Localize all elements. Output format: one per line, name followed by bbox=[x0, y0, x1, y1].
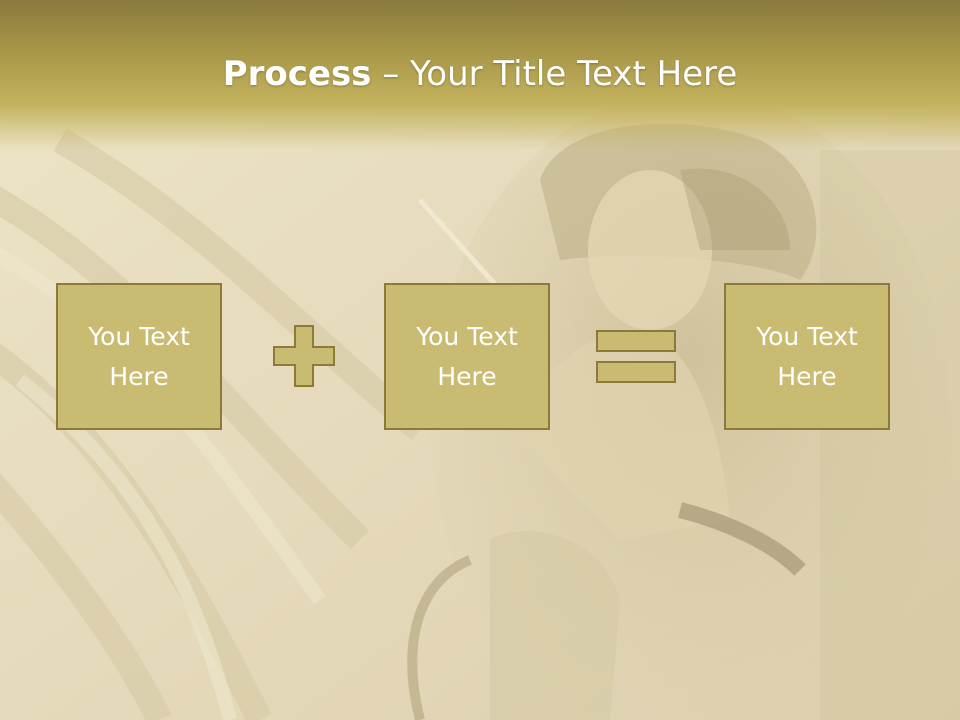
title-rest: – Your Title Text Here bbox=[371, 54, 738, 94]
plus-icon bbox=[273, 325, 335, 387]
text-box-2[interactable]: You Text Here bbox=[384, 283, 550, 430]
text-box-2-label: You Text Here bbox=[416, 321, 518, 391]
equals-icon bbox=[596, 330, 676, 383]
text-box-1-label: You Text Here bbox=[88, 321, 190, 391]
text-box-3-label: You Text Here bbox=[756, 321, 858, 391]
title-bold: Process bbox=[222, 54, 372, 94]
header-band bbox=[0, 0, 960, 150]
text-box-1[interactable]: You Text Here bbox=[56, 283, 222, 430]
slide-title: Process – Your Title Text Here bbox=[0, 52, 960, 96]
text-box-3[interactable]: You Text Here bbox=[724, 283, 890, 430]
